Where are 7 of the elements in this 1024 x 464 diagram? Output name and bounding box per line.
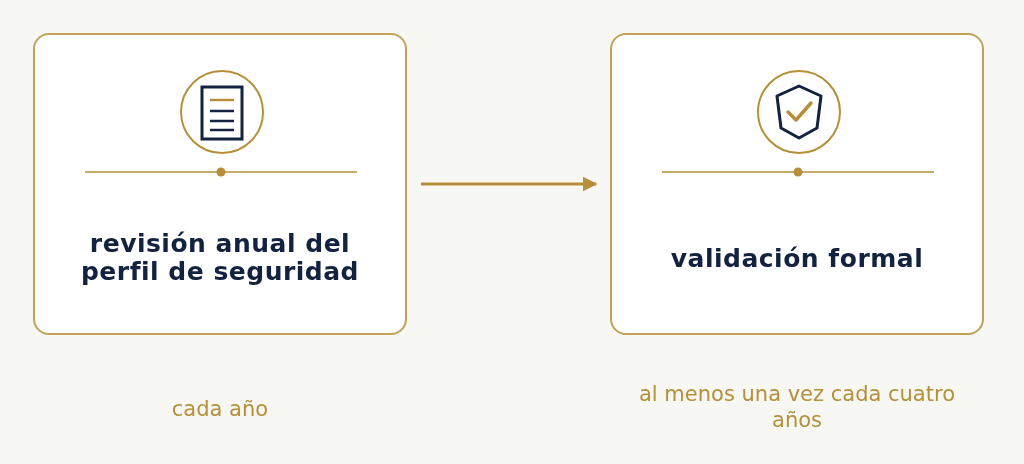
node-title: validación formal — [669, 245, 925, 273]
frequency-note: al menos una vez cada cuatro años — [638, 381, 956, 433]
frequency-note: cada año — [170, 396, 270, 422]
node-title: revisión anual del perfil de seguridad — [79, 230, 360, 286]
card — [610, 33, 984, 335]
card — [33, 33, 407, 335]
arrow — [421, 176, 598, 192]
